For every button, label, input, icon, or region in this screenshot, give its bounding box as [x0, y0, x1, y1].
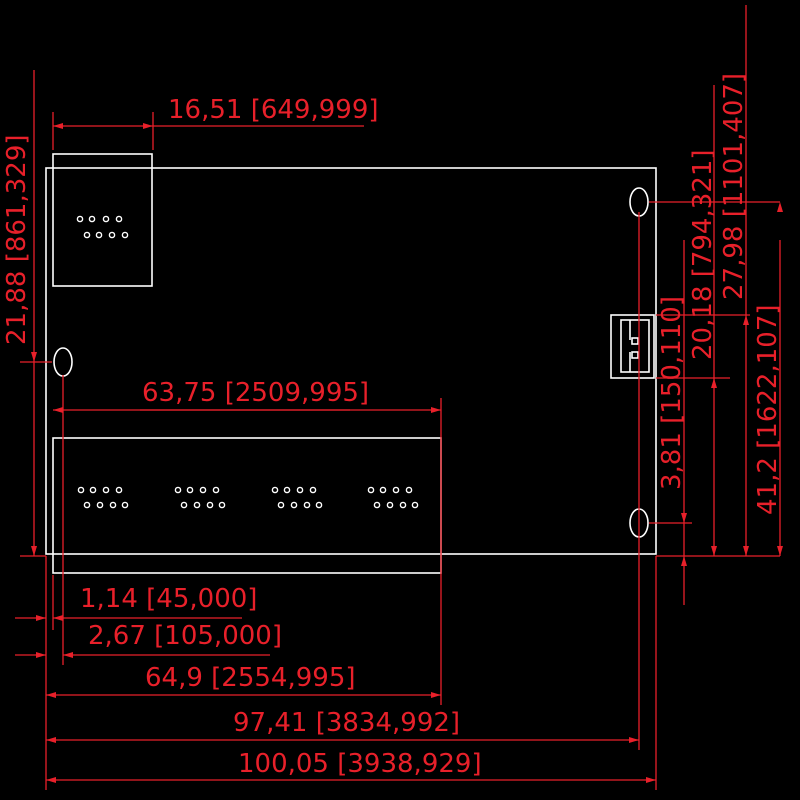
dim-usb-width: 16,51 [649,999] [168, 95, 379, 125]
board-body [45, 167, 657, 555]
dim-rj45-span: 64,9 [2554,995] [145, 663, 356, 693]
pins-port-3 [271, 486, 323, 509]
pcb-outline [45, 153, 657, 574]
dim-right-d1: 3,81 [150,110] [657, 296, 687, 490]
dim-rj45-width: 63,75 [2509,995] [142, 378, 369, 408]
power-jack [610, 314, 655, 379]
mount-hole-top-right [629, 187, 649, 217]
usb-connector [52, 153, 153, 287]
dim-offset-a: 1,14 [45,000] [80, 584, 257, 614]
dim-hole-span: 97,41 [3834,992] [233, 708, 460, 738]
pins-port-4 [367, 486, 419, 509]
dim-board-width: 100,05 [3938,929] [238, 749, 482, 779]
dim-right-d4: 41,2 [1622,107] [753, 304, 783, 515]
rj45-bank [52, 437, 442, 574]
dim-left-height: 21,88 [861,329] [2, 134, 32, 345]
dim-right-d2: 20,18 [794,321] [688, 149, 718, 360]
pins-port-1 [77, 486, 129, 509]
dim-right-d3: 27,98 [1101,407] [719, 73, 749, 300]
mount-hole-left [53, 347, 73, 377]
pins-usb [76, 215, 129, 239]
pins-port-2 [174, 486, 226, 509]
dimension-layer: 16,51 [649,999] 21,88 [861,329] 63,75 [2… [2, 5, 783, 790]
dim-offset-b: 2,67 [105,000] [88, 621, 282, 651]
